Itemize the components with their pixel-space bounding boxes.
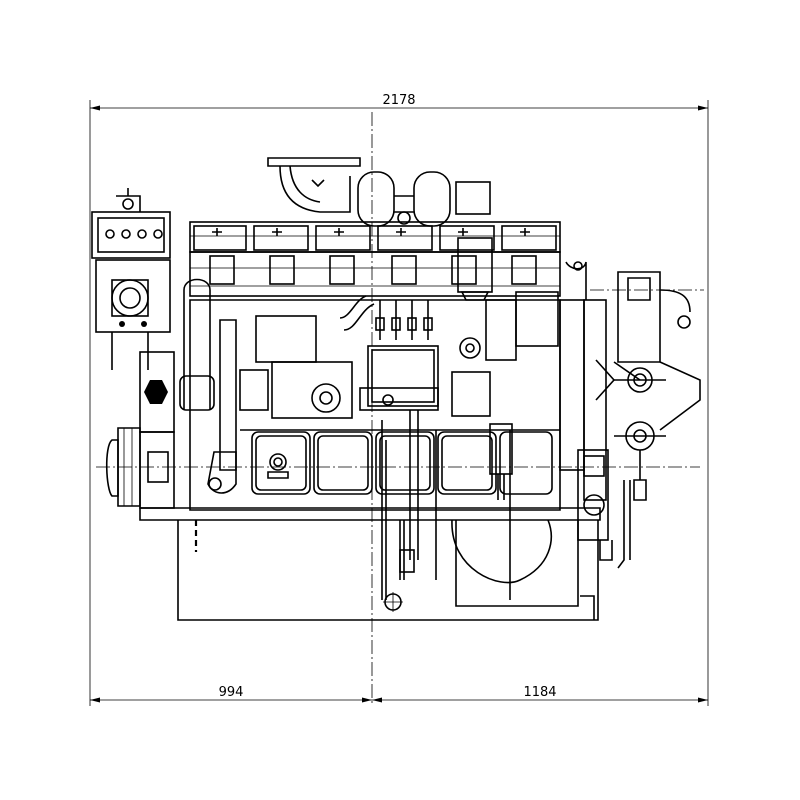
governor-assembly [459, 261, 587, 471]
engine-base-frame [139, 507, 601, 621]
pipework [381, 410, 552, 612]
air-intake-turbocharger [267, 157, 491, 227]
left-span-label: 994 [219, 685, 244, 700]
overall-width-label: 2178 [382, 93, 415, 108]
right-span-label: 1184 [523, 685, 556, 700]
coolant-pipe [179, 278, 237, 494]
fuel-injection-pump [339, 295, 439, 411]
front-end-assembly [91, 188, 175, 509]
center-lines [96, 112, 704, 706]
engine-block [189, 299, 561, 511]
filters-oil-cooler [239, 237, 493, 419]
cylinder-heads [189, 221, 561, 297]
flywheel-housing [577, 271, 701, 569]
dimension-lines [89, 100, 709, 706]
